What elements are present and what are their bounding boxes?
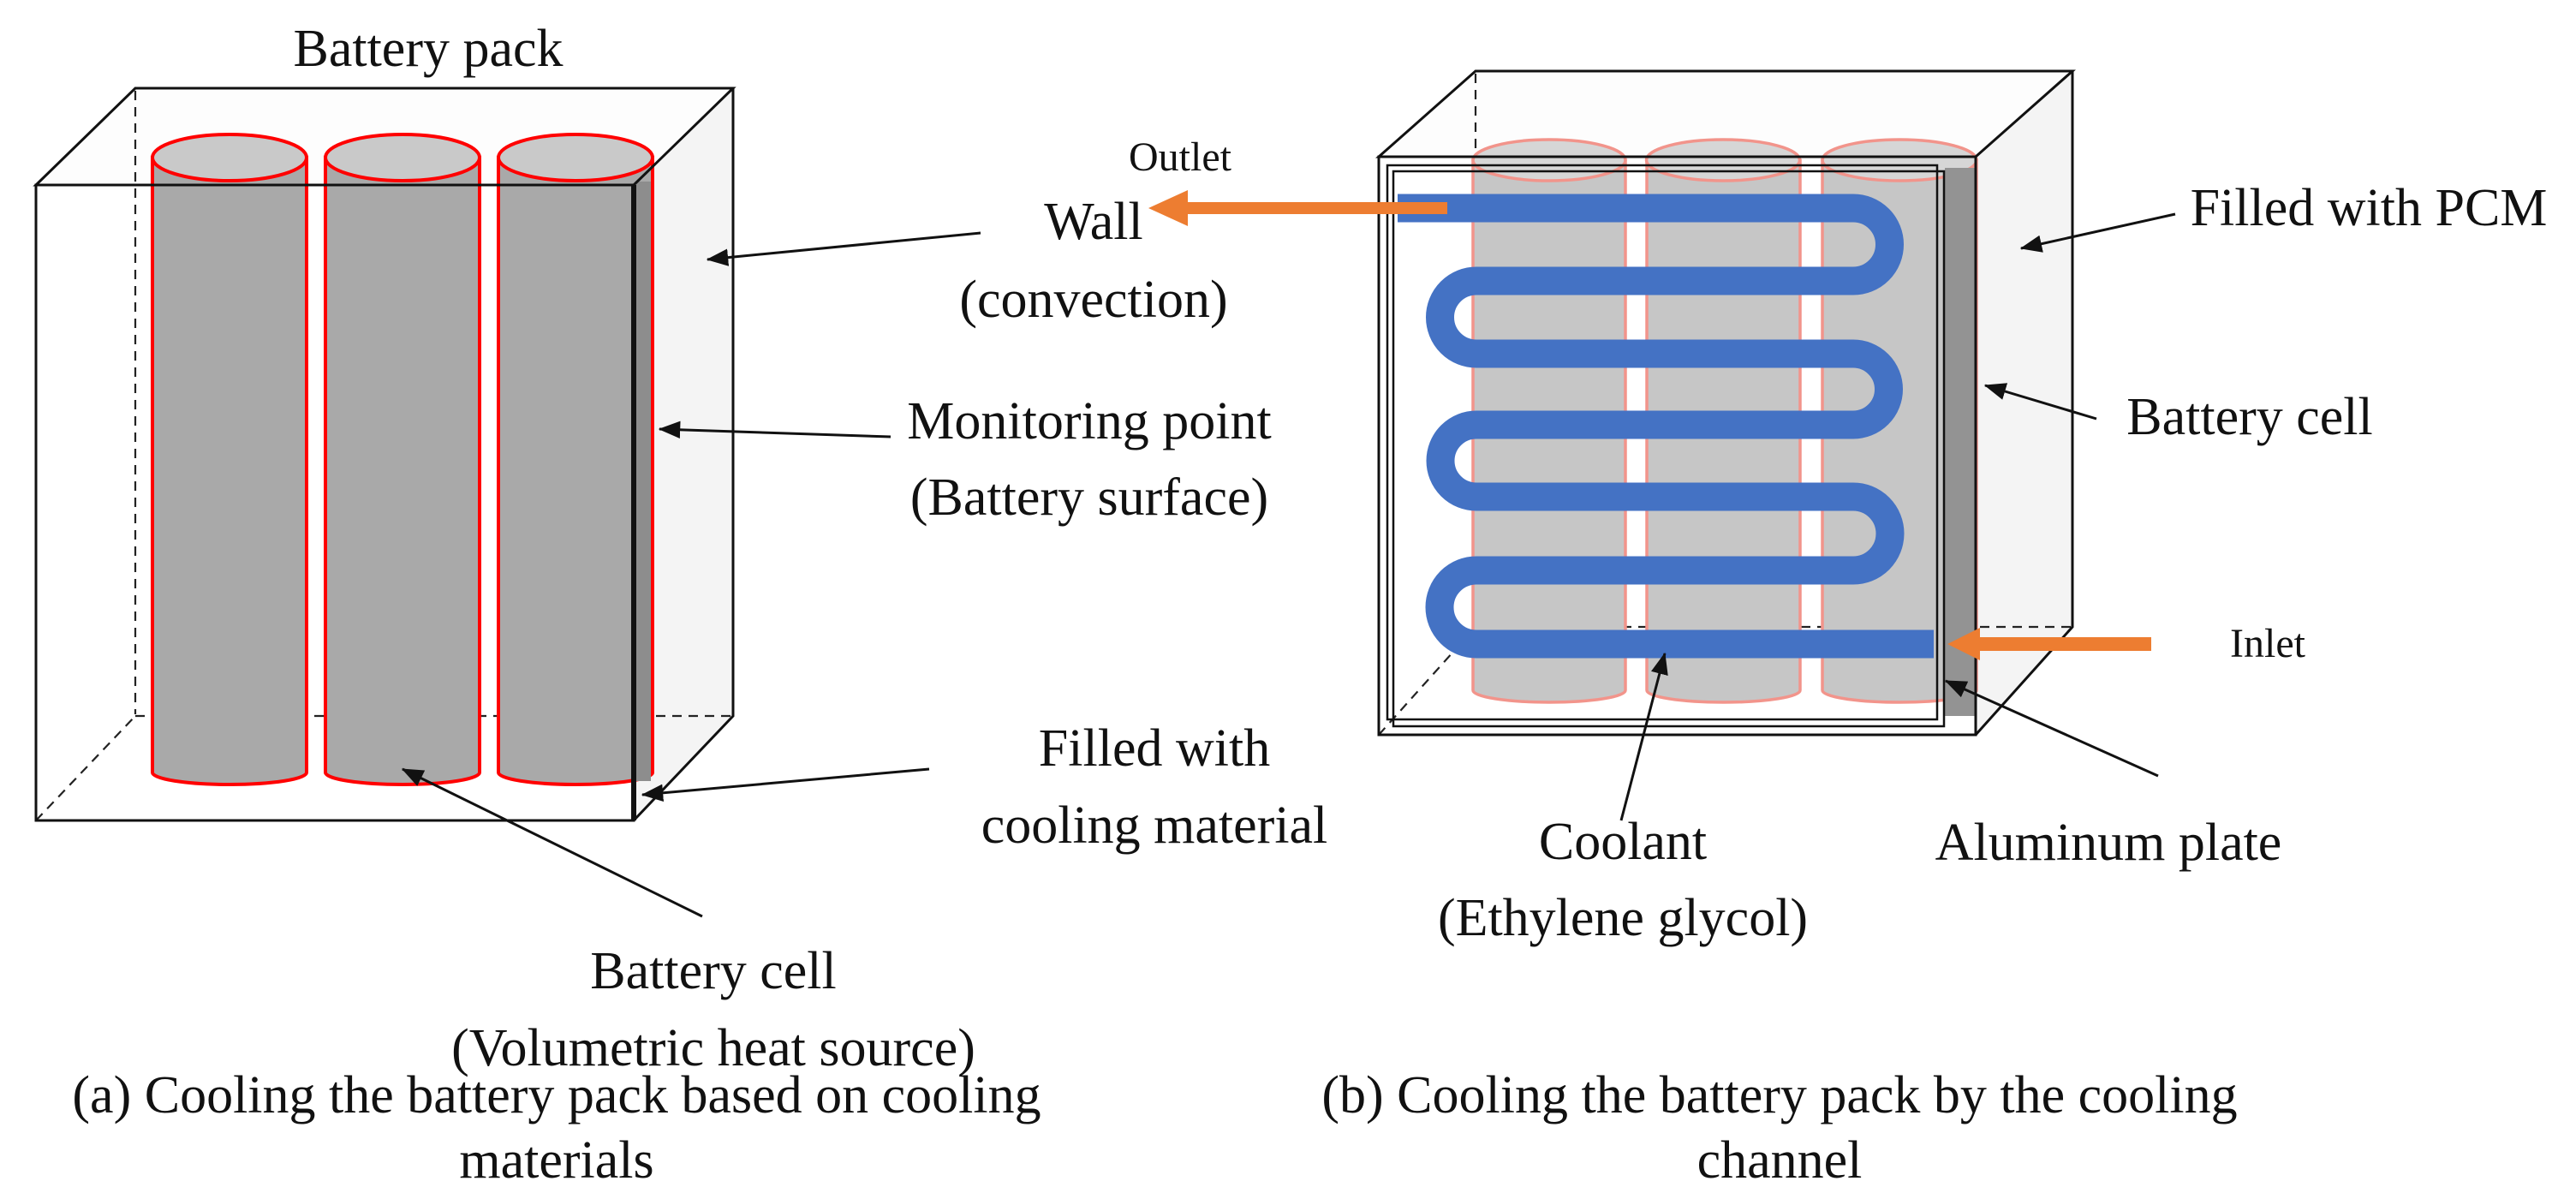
- battery-cell-a-3-shaded-side: [635, 182, 651, 781]
- battery-cell-a-1-top: [151, 133, 308, 182]
- filled-pcm-annotation-arrow: [2019, 212, 2176, 253]
- filled-cooling-label-line-2: cooling material: [981, 796, 1328, 855]
- inlet-flow-arrow: [1947, 628, 2151, 660]
- outlet-flow-arrow: [1148, 190, 1447, 226]
- panel-a-diagram: [33, 86, 981, 918]
- battery-cell-b-3-shaded-side: [1945, 168, 1975, 716]
- panel-b-diagram: [1148, 69, 2176, 821]
- battery-cell-a-1-body: [151, 156, 308, 786]
- monitoring-point-annotation-arrow: [658, 421, 891, 439]
- caption-a-line-1: (a) Cooling the battery pack based on co…: [72, 1066, 1041, 1124]
- box-a-hidden-edge-diagonal: [35, 715, 136, 821]
- box-b-right-edges: [1974, 71, 2074, 737]
- coolant-label-line-2: (Ethylene glycol): [1437, 889, 1809, 947]
- wall-label-line-1: Wall: [1044, 193, 1143, 251]
- caption-b-line-2: channel: [1696, 1131, 1863, 1190]
- aluminum-plate-inner-outline: [1392, 170, 1946, 728]
- aluminum-plate-outer-outline: [1386, 164, 1939, 721]
- battery-cell-b-annotation-arrow: [1983, 383, 2097, 421]
- coolant-serpentine-channel: [1398, 194, 1934, 659]
- battery-cell-a-2-top: [324, 133, 481, 182]
- battery-pack-title: Battery pack: [293, 20, 564, 78]
- box-a-right-edges: [632, 88, 735, 822]
- inlet-label: Inlet: [2230, 621, 2305, 666]
- caption-b-line-1: (b) Cooling the battery pack by the cool…: [1321, 1066, 2238, 1124]
- wall-label-line-2: (convection): [959, 271, 1228, 329]
- coolant-annotation-arrow: [1619, 652, 1668, 821]
- battery-cell-a-annotation-arrow: [401, 767, 703, 918]
- aluminum-plate-label: Aluminum plate: [1935, 814, 2282, 872]
- outlet-label: Outlet: [1129, 134, 1231, 180]
- filled-cooling-annotation-arrow: [641, 767, 930, 802]
- battery-cell-b-2-top: [1644, 138, 1802, 182]
- filled-cooling-label-line-1: Filled with: [1038, 719, 1271, 778]
- box-b-front-edges: [1377, 155, 1977, 737]
- box-b-right-face: [1976, 71, 2072, 735]
- battery-cell-a-3-top: [497, 133, 654, 182]
- filled-pcm-label: Filled with PCM: [2190, 179, 2548, 237]
- battery-cell-a-3-body: [497, 156, 654, 786]
- coolant-label-line-1: Coolant: [1538, 813, 1708, 871]
- monitoring-point-label-line-1: Monitoring point: [907, 392, 1272, 450]
- battery-cell-b-label: Battery cell: [2126, 388, 2373, 446]
- aluminum-plate-annotation-arrow: [1944, 679, 2159, 778]
- caption-a-line-2: materials: [459, 1131, 654, 1190]
- wall-annotation-arrow: [706, 231, 981, 266]
- battery-cell-b-1-top: [1471, 138, 1627, 182]
- monitoring-point-label-line-2: (Battery surface): [909, 468, 1269, 527]
- battery-cell-a-label-line-2: (Volumetric heat source): [451, 1019, 975, 1077]
- box-b-top-face: [1379, 71, 2072, 157]
- battery-cell-a-2-body: [324, 156, 481, 786]
- battery-cell-a-label-line-1: Battery cell: [590, 942, 837, 1000]
- box-a-right-face: [634, 88, 733, 820]
